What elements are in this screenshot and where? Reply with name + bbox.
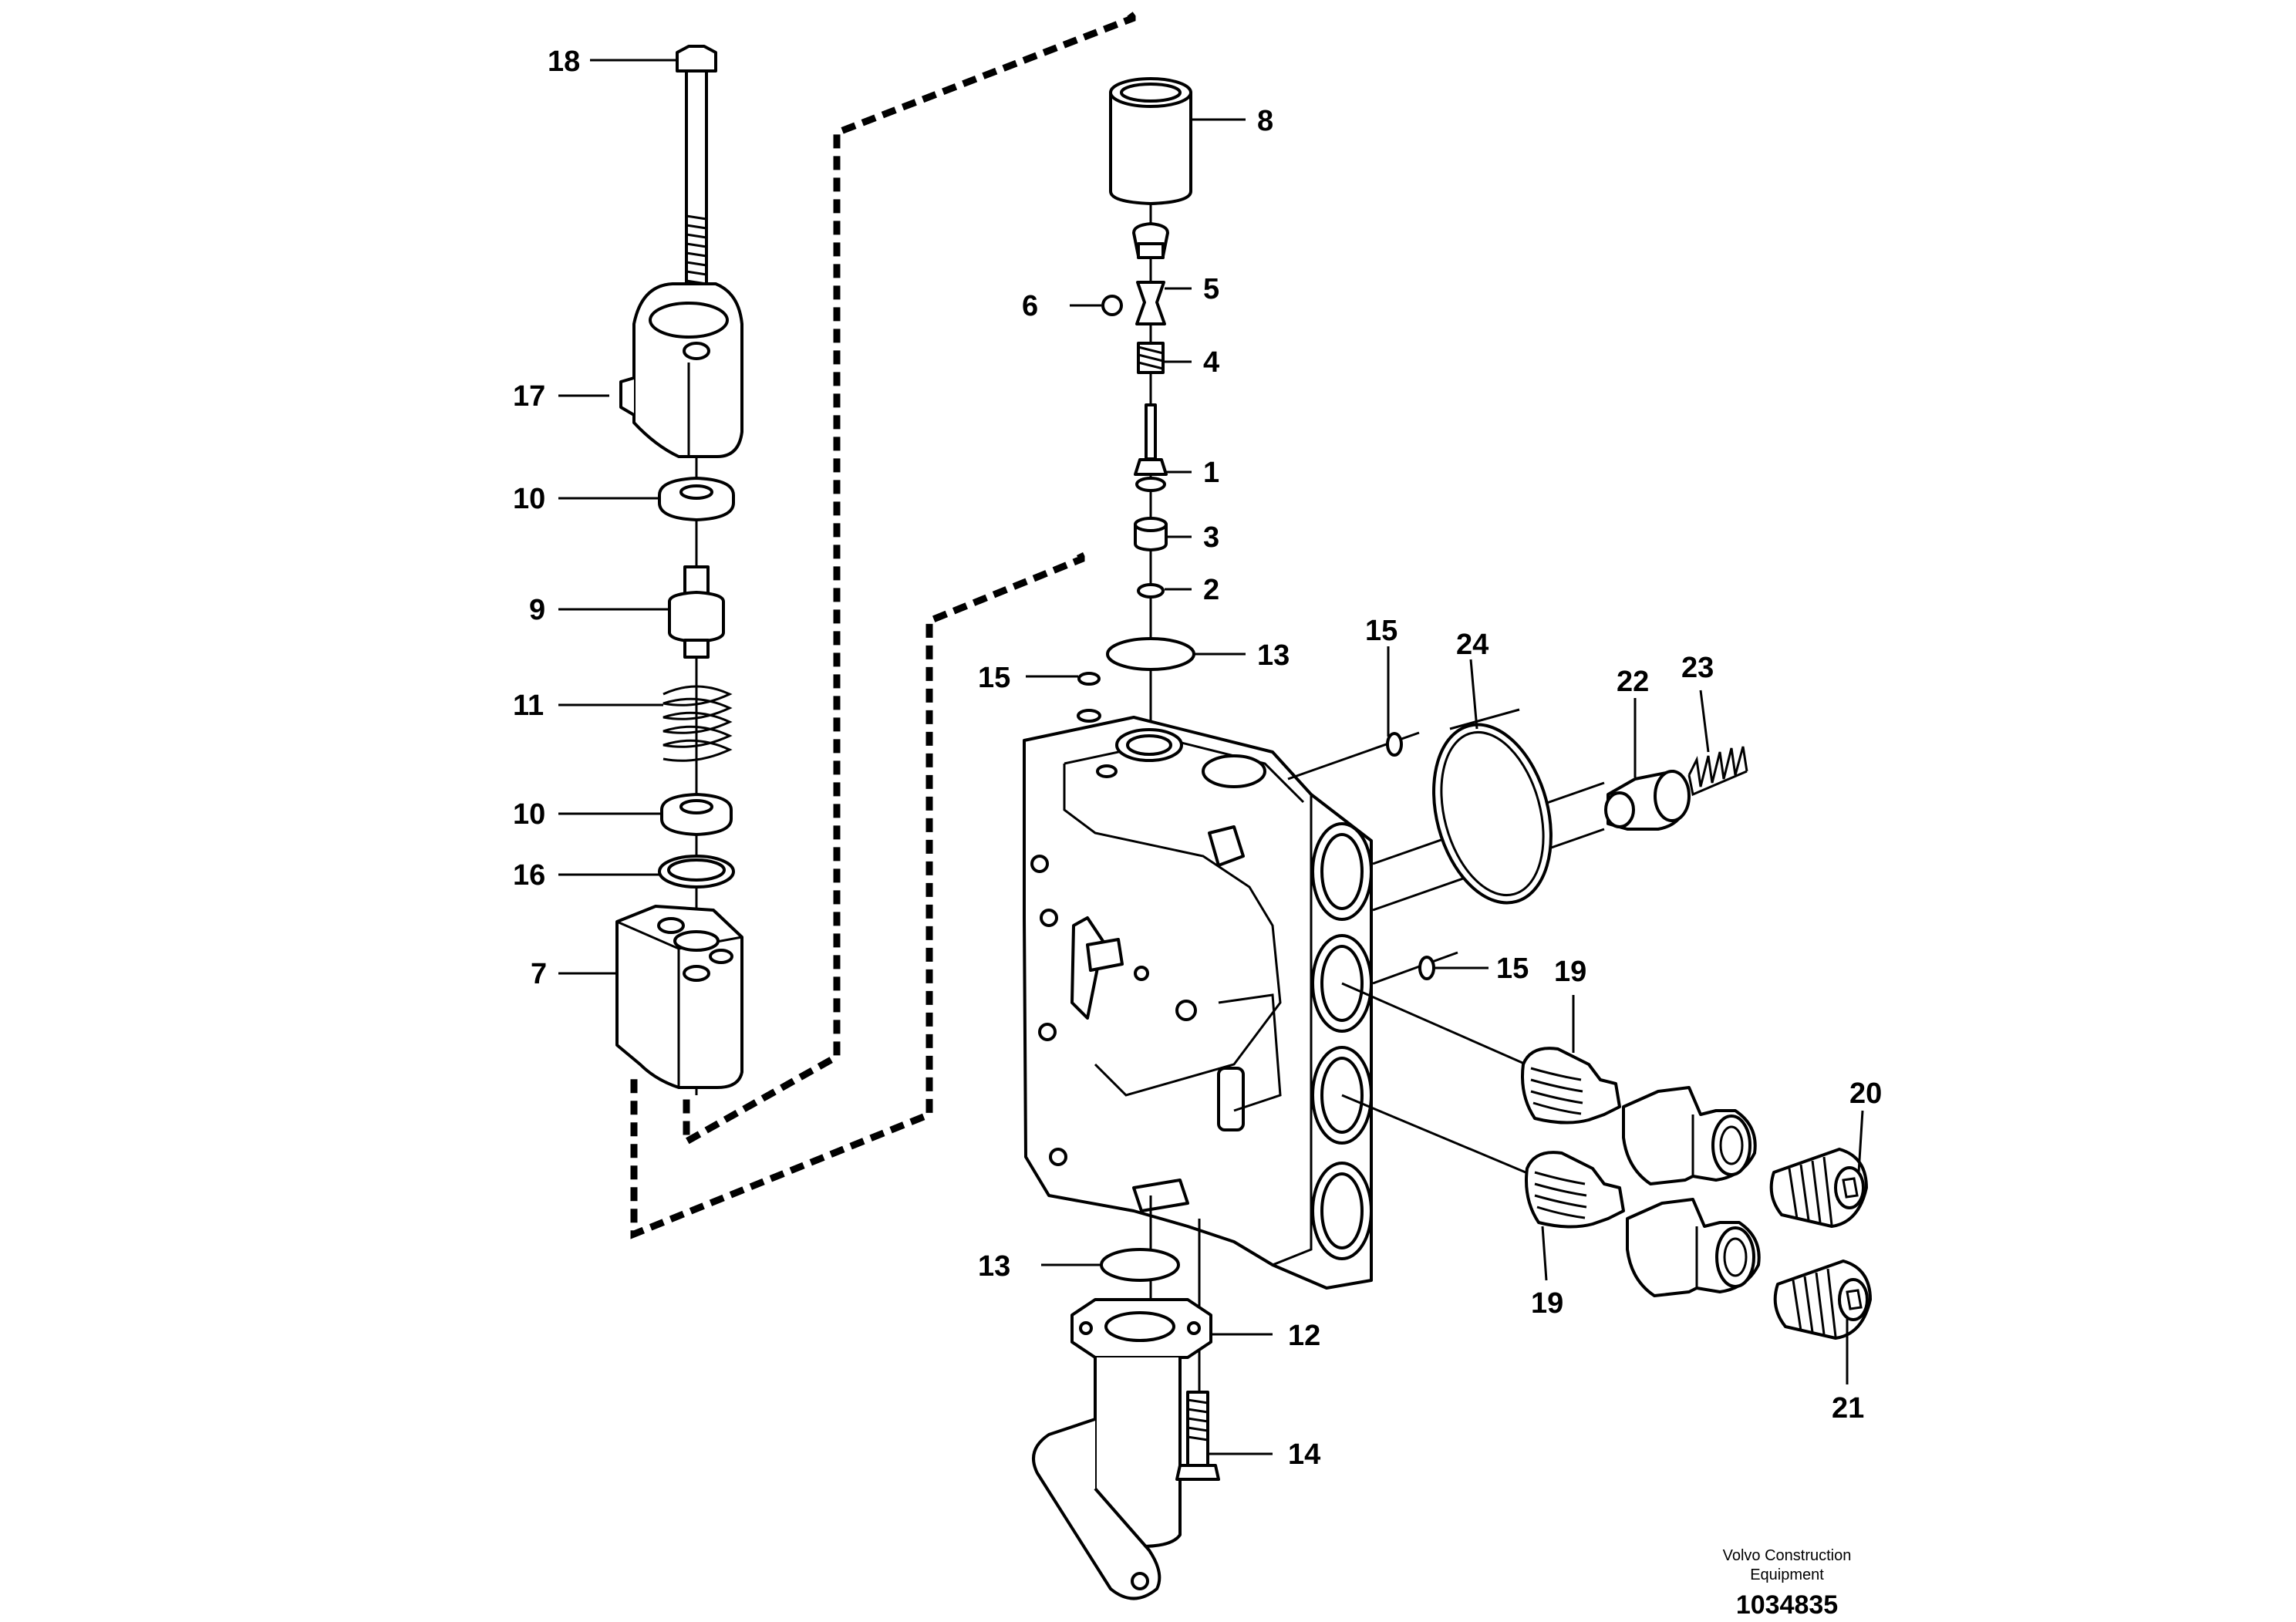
part-15-ring-upper (1077, 672, 1101, 686)
callout-21: 21 (1832, 1392, 1864, 1425)
part-18-bolt (676, 45, 717, 304)
callout-9: 9 (529, 594, 545, 626)
callout-22: 22 (1617, 666, 1649, 698)
callout-6: 6 (1022, 290, 1038, 322)
part-1-pin (1134, 403, 1168, 492)
callout-4: 4 (1203, 346, 1219, 379)
part-19-valve-upper (1521, 1047, 1621, 1125)
callout-3: 3 (1203, 521, 1219, 554)
part-12-flange-arm (1032, 1298, 1212, 1600)
callout-10-upper: 10 (513, 483, 545, 515)
part-fitting-lower (1626, 1198, 1761, 1297)
callout-1: 1 (1203, 457, 1219, 489)
callout-15-lower: 15 (1496, 953, 1529, 985)
callout-12: 12 (1288, 1320, 1320, 1352)
part-3-bush (1134, 517, 1168, 551)
callout-11: 11 (513, 690, 544, 722)
part-cap (1132, 222, 1169, 259)
part-13-oring-lower (1100, 1248, 1180, 1282)
callout-2: 2 (1203, 574, 1219, 606)
callout-leaders (558, 59, 1864, 1455)
left-stack-parts (615, 45, 743, 1095)
callout-7: 7 (531, 958, 547, 990)
part-8-sleeve (1109, 77, 1192, 205)
callout-13-lower: 13 (978, 1250, 1010, 1283)
callout-16: 16 (513, 859, 545, 892)
part-7-block (615, 905, 743, 1089)
valve-body (1023, 709, 1373, 1290)
callout-19-upper: 19 (1554, 956, 1586, 988)
part-22-plug (1604, 770, 1691, 831)
credit-line-2: Equipment (1750, 1566, 1824, 1583)
dashed-connector-lower (630, 551, 1085, 1239)
callout-5: 5 (1203, 273, 1219, 305)
part-14-bolt (1175, 1391, 1220, 1481)
part-20-plug (1769, 1148, 1868, 1228)
callout-labels: 18 8 5 6 4 1 3 2 13 15 15 24 22 23 15 19… (513, 46, 1882, 1471)
publisher-credit: Volvo Construction Equipment 1034835 (1723, 1547, 1852, 1620)
callout-24: 24 (1456, 629, 1489, 661)
part-4-spring (1137, 342, 1165, 374)
dashed-connector-upper (683, 12, 1136, 1148)
part-2-ring (1137, 583, 1165, 599)
callout-15-right: 15 (1365, 615, 1397, 647)
part-10-washer-lower (660, 793, 733, 836)
callout-23: 23 (1681, 652, 1714, 684)
part-11-spring (663, 685, 733, 762)
part-15-ring-right-lower (1418, 956, 1435, 980)
part-9-spool (668, 565, 725, 659)
callout-15-upper: 15 (978, 662, 1010, 694)
part-5-poppet (1135, 281, 1166, 325)
part-16-ring (658, 855, 735, 889)
part-13-oring-upper (1106, 637, 1195, 671)
part-21-plug (1773, 1259, 1872, 1340)
part-23-spring (1687, 746, 1748, 797)
part-17-housing (619, 282, 743, 458)
part-10-washer-upper (658, 477, 735, 521)
callout-10-lower: 10 (513, 798, 545, 831)
callout-13-upper: 13 (1257, 639, 1290, 672)
part-15-ring-right-upper (1386, 732, 1403, 757)
document-number: 1034835 (1736, 1590, 1838, 1620)
callout-17: 17 (513, 380, 545, 413)
part-19-valve-lower (1525, 1151, 1625, 1229)
callout-18: 18 (548, 46, 580, 78)
callout-20: 20 (1849, 1077, 1882, 1110)
callout-8: 8 (1257, 105, 1273, 137)
part-6-ball (1101, 295, 1123, 316)
callout-14: 14 (1288, 1438, 1320, 1471)
callout-19-lower: 19 (1531, 1287, 1563, 1320)
credit-line-1: Volvo Construction (1723, 1547, 1852, 1564)
part-fitting-upper (1622, 1086, 1757, 1185)
part-24-oring (1432, 723, 1553, 905)
center-stack-parts (1077, 77, 1195, 733)
